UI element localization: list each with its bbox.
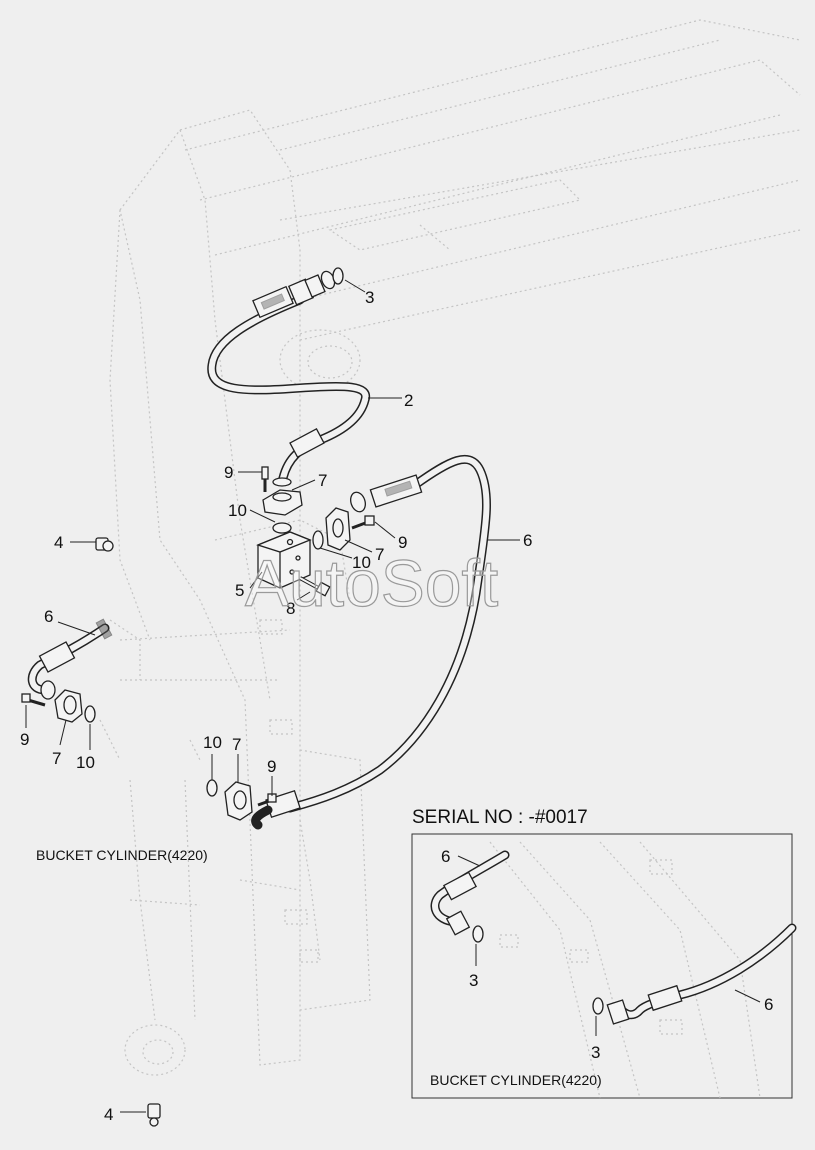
main-caption: BUCKET CYLINDER(4220) <box>36 847 208 863</box>
callout-6-right: 6 <box>523 531 532 550</box>
callout-2: 2 <box>404 391 413 410</box>
o-ring-3-top <box>332 267 344 285</box>
hose-6-main <box>251 454 491 830</box>
background-arm-structure <box>99 19 801 1076</box>
callout-6-left: 6 <box>44 607 53 626</box>
inset-serial-label: SERIAL NO : -#0017 <box>412 807 588 828</box>
inset-hose-6-upper <box>430 850 510 936</box>
watermark: AutoSoft <box>245 546 498 620</box>
inset-background <box>489 841 761 1099</box>
o-ring-10-upper <box>272 522 292 534</box>
callout-3-top: 3 <box>365 288 374 307</box>
callout-7-left: 7 <box>52 749 61 768</box>
serial-inset: SERIAL NO : -#0017 <box>411 807 797 1099</box>
bolt-9-left <box>21 693 46 707</box>
bolt-8 <box>299 576 331 597</box>
leader-lines <box>25 279 520 1113</box>
callout-8: 8 <box>286 599 295 618</box>
callout-labels: 3 2 9 7 10 7 9 10 6 4 5 8 6 9 7 10 10 7 … <box>20 288 532 1124</box>
split-flange-7-upper <box>262 489 303 516</box>
inset-callout-6-right: 6 <box>764 995 773 1014</box>
inset-o-ring-3-left <box>472 925 484 943</box>
callout-10-right: 10 <box>352 553 371 572</box>
callout-10-upper: 10 <box>228 501 247 520</box>
callout-9-left: 9 <box>20 730 29 749</box>
hose-2 <box>207 270 371 487</box>
hose-6-left <box>27 618 113 700</box>
grease-fitting-4-left <box>95 537 114 552</box>
callout-7-upper: 7 <box>318 471 327 490</box>
grease-fitting-4-bottom <box>147 1103 161 1127</box>
callout-7-mid: 7 <box>232 735 241 754</box>
callout-10-left: 10 <box>76 753 95 772</box>
inset-callout-6-top: 6 <box>441 847 450 866</box>
inset-caption: BUCKET CYLINDER(4220) <box>430 1072 602 1088</box>
callout-9-upper: 9 <box>224 463 233 482</box>
callout-10-mid: 10 <box>203 733 222 752</box>
inset-hose-6-lower <box>606 923 797 1025</box>
callout-9-right: 9 <box>398 533 407 552</box>
o-ring-10-right <box>312 530 324 550</box>
split-flange-7-right <box>325 507 351 551</box>
callout-5: 5 <box>235 581 244 600</box>
junction-block-5 <box>256 531 312 589</box>
inset-frame <box>411 833 793 1099</box>
split-flange-7-mid <box>224 781 253 821</box>
bolt-9-right <box>351 515 375 530</box>
split-flange-7-left <box>54 689 83 723</box>
callout-7-right: 7 <box>375 545 384 564</box>
inset-callout-3-left: 3 <box>469 971 478 990</box>
callout-9-mid: 9 <box>267 757 276 776</box>
inset-o-ring-3-bottom <box>592 997 604 1015</box>
o-ring-10-mid <box>206 779 218 797</box>
bolt-9-upper <box>261 466 269 492</box>
callout-4-bottom: 4 <box>104 1105 113 1124</box>
callout-4-left: 4 <box>54 533 63 552</box>
o-ring-10-left <box>84 705 96 723</box>
inset-callout-3-bottom: 3 <box>591 1043 600 1062</box>
